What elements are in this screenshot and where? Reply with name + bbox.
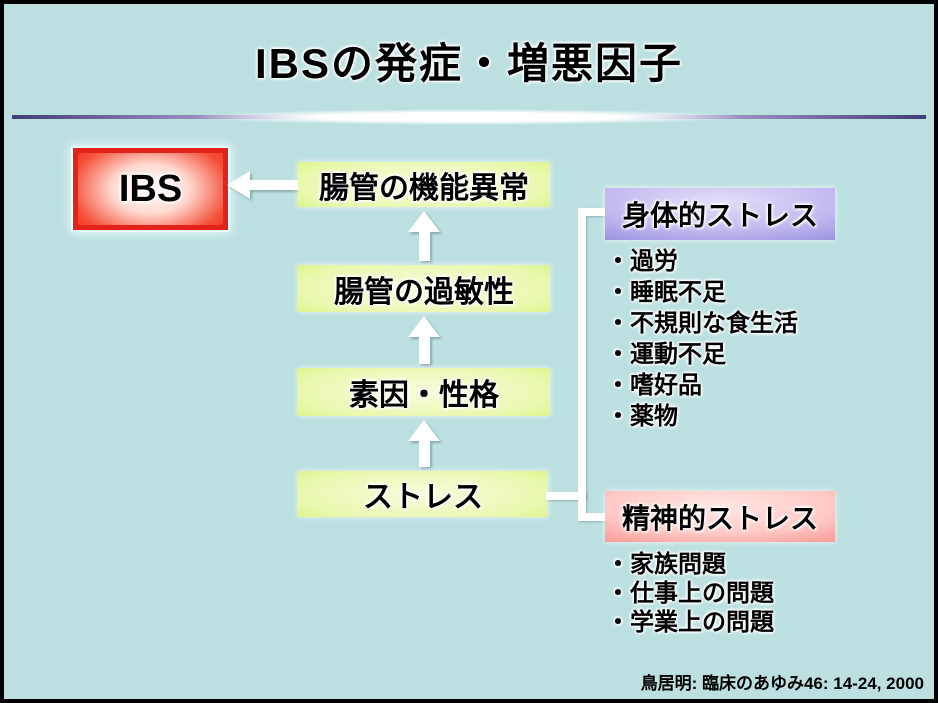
connector-stress-line	[546, 492, 586, 500]
list-item: ・不規則な食生活	[606, 310, 798, 337]
flow-box-label: 腸管の過敏性	[334, 275, 514, 309]
list-item: ・睡眠不足	[606, 279, 726, 306]
title-divider	[12, 108, 926, 126]
arrow-head	[408, 420, 440, 441]
flow-box-stress: ストレス	[298, 471, 548, 517]
arrow-head	[227, 171, 250, 199]
arrow-stem	[250, 180, 298, 190]
arrow-stem	[418, 232, 430, 261]
mental-stress-heading: 精神的ストレス	[621, 502, 818, 534]
arrow-up-icon	[407, 316, 441, 364]
list-item: ・運動不足	[606, 341, 726, 368]
list-item: ・過労	[606, 248, 678, 275]
flow-box-intestinal-hypersensitivity: 腸管の過敏性	[298, 265, 550, 312]
arrow-stem	[418, 441, 430, 467]
page-title: IBSの発症・増悪因子	[254, 40, 683, 87]
citation: 鳥居明: 臨床のあゆみ46: 14-24, 2000	[640, 674, 924, 693]
ibs-label: IBS	[118, 167, 183, 210]
divider-highlight	[194, 109, 744, 125]
physical-stress-list: ・過労 ・睡眠不足 ・不規則な食生活 ・運動不足 ・嗜好品 ・薬物	[606, 246, 798, 432]
ibs-result-box: IBS	[73, 148, 228, 230]
physical-stress-heading: 身体的ストレス	[621, 200, 818, 231]
arrow-up-icon	[407, 211, 441, 261]
mental-stress-list: ・家族問題 ・仕事上の問題 ・学業上の問題	[606, 550, 774, 637]
arrow-stem	[418, 337, 430, 364]
flow-box-intestinal-dysfunction: 腸管の機能異常	[298, 162, 550, 207]
list-item: ・学業上の問題	[606, 609, 774, 636]
mental-stress-heading-box: 精神的ストレス	[605, 491, 835, 542]
flow-box-predisposition-personality: 素因・性格	[298, 368, 550, 416]
arrow-head	[408, 316, 440, 337]
flow-box-label: 腸管の機能異常	[319, 171, 529, 205]
arrow-head	[408, 211, 440, 232]
list-item: ・薬物	[606, 403, 678, 430]
list-item: ・仕事上の問題	[606, 580, 774, 607]
connector-bracket	[578, 208, 606, 521]
physical-stress-heading-box: 身体的ストレス	[605, 188, 835, 240]
flow-box-label: ストレス	[363, 481, 483, 514]
arrow-up-icon	[407, 420, 441, 467]
flow-box-label: 素因・性格	[349, 379, 499, 412]
list-item: ・嗜好品	[606, 372, 702, 399]
list-item: ・家族問題	[606, 551, 726, 578]
arrow-left-to-ibs-icon	[227, 170, 298, 200]
